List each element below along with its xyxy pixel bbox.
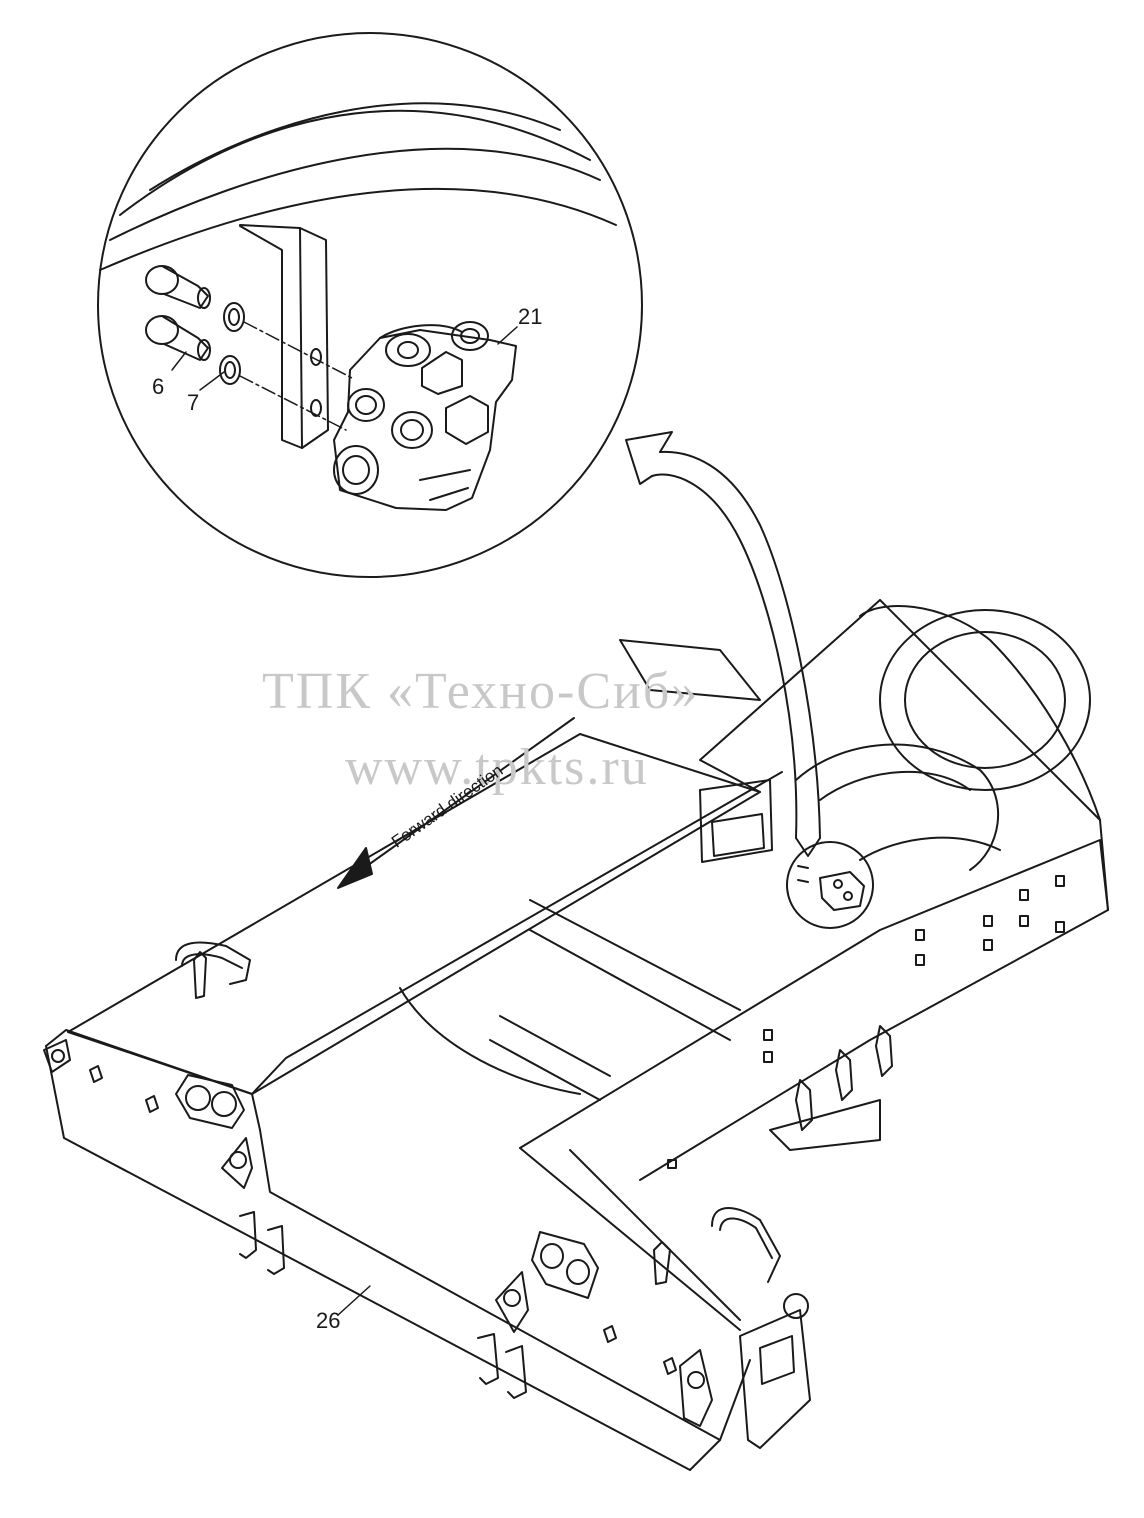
main-frame	[43, 599, 1109, 1471]
callout-part-21: 21	[518, 304, 543, 329]
alignment-lines	[239, 321, 353, 431]
washer-upper	[223, 302, 245, 332]
watermark-company: ТПК «Техно-Сиб»	[262, 663, 700, 720]
bolt-upper	[145, 265, 211, 309]
leader-lines	[171, 326, 518, 1316]
watermark-url: www.tpkts.ru	[345, 739, 649, 796]
washer-lower	[219, 355, 241, 385]
mounting-plate	[239, 224, 329, 449]
detail-view-circle	[97, 32, 643, 578]
detail-frame-bands	[99, 102, 617, 271]
forward-direction-arrow	[337, 717, 575, 889]
callout-part-26: 26	[316, 1308, 341, 1333]
curved-pointer-arrow	[625, 431, 821, 857]
small-detail-ring	[786, 841, 874, 929]
callout-part-7: 7	[187, 390, 200, 415]
callout-part-6: 6	[152, 374, 165, 399]
valve-block	[333, 321, 517, 511]
bolt-lower	[145, 315, 211, 361]
